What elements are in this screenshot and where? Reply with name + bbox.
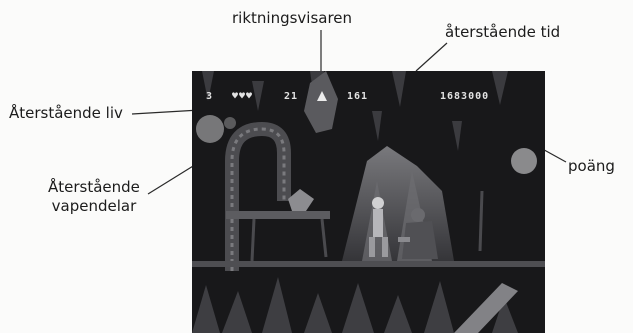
lives-callout-line [131, 109, 201, 115]
lives-remaining-label: Återstående liv [9, 104, 123, 122]
weapon-parts-callout-line [147, 162, 199, 195]
direction-arrow-icon [317, 91, 327, 101]
hud-time: 161 [347, 91, 369, 102]
weapon-parts-label: Återstående vapendelar [48, 178, 140, 216]
right-orb [511, 148, 537, 174]
crystal-top [304, 71, 338, 133]
direction-indicator-label: riktningsvisaren [232, 9, 353, 27]
creature [288, 189, 314, 211]
platform [226, 211, 330, 219]
hud-health: ♥♥♥ [232, 91, 254, 102]
time-callout-line [415, 42, 448, 72]
hud-weapon-parts: 21 [284, 91, 299, 102]
weapon-parts-label-line1: Återstående [48, 178, 140, 196]
time-remaining-label: återstående tid [445, 23, 561, 41]
enemy-character [398, 208, 438, 259]
hud-lives: 3 [206, 91, 214, 102]
game-screen: 3 ♥♥♥ 21 161 1683000 [192, 71, 545, 333]
ground [192, 261, 545, 267]
game-scene [192, 71, 545, 333]
score-label: poäng [568, 157, 615, 175]
hud-score: 1683000 [440, 91, 490, 102]
weapon-parts-label-line2: vapendelar [51, 197, 137, 215]
floor-spikes [192, 277, 518, 333]
left-orb [196, 115, 224, 143]
player-character [369, 197, 388, 257]
